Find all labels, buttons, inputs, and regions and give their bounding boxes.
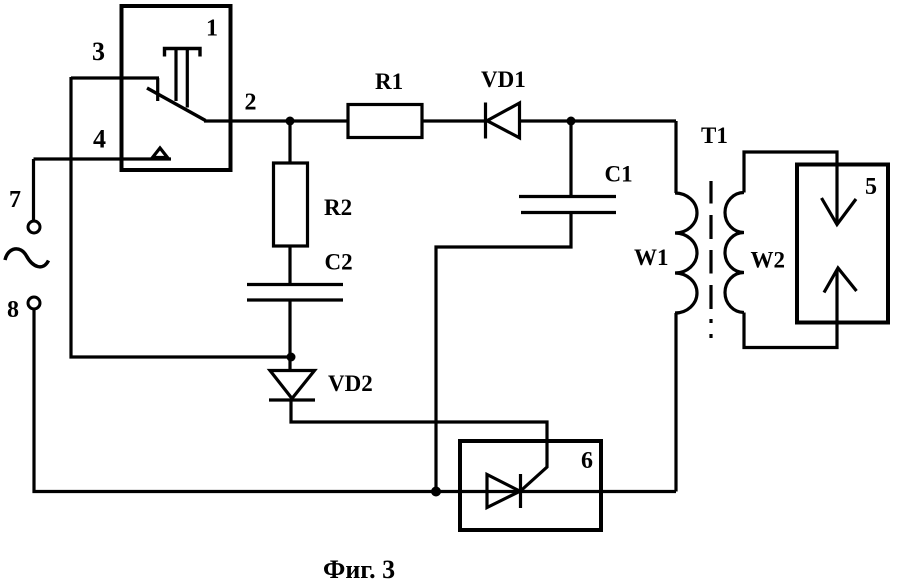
svg-text:6: 6 [581,448,593,474]
svg-text:3: 3 [92,37,105,66]
svg-text:5: 5 [865,174,877,200]
svg-text:VD2: VD2 [328,371,373,396]
svg-text:7: 7 [9,187,21,213]
svg-text:4: 4 [93,125,106,154]
svg-text:Фиг. 3: Фиг. 3 [323,555,395,584]
svg-text:8: 8 [7,297,19,323]
svg-text:C2: C2 [325,250,353,275]
svg-text:2: 2 [245,90,257,116]
svg-text:T1: T1 [701,123,728,148]
svg-text:W2: W2 [751,248,786,273]
svg-text:1: 1 [206,16,218,42]
svg-text:VD1: VD1 [481,67,526,92]
svg-text:R1: R1 [375,69,403,94]
svg-text:R2: R2 [324,195,352,220]
svg-text:C1: C1 [605,162,633,187]
svg-text:W1: W1 [634,245,669,270]
